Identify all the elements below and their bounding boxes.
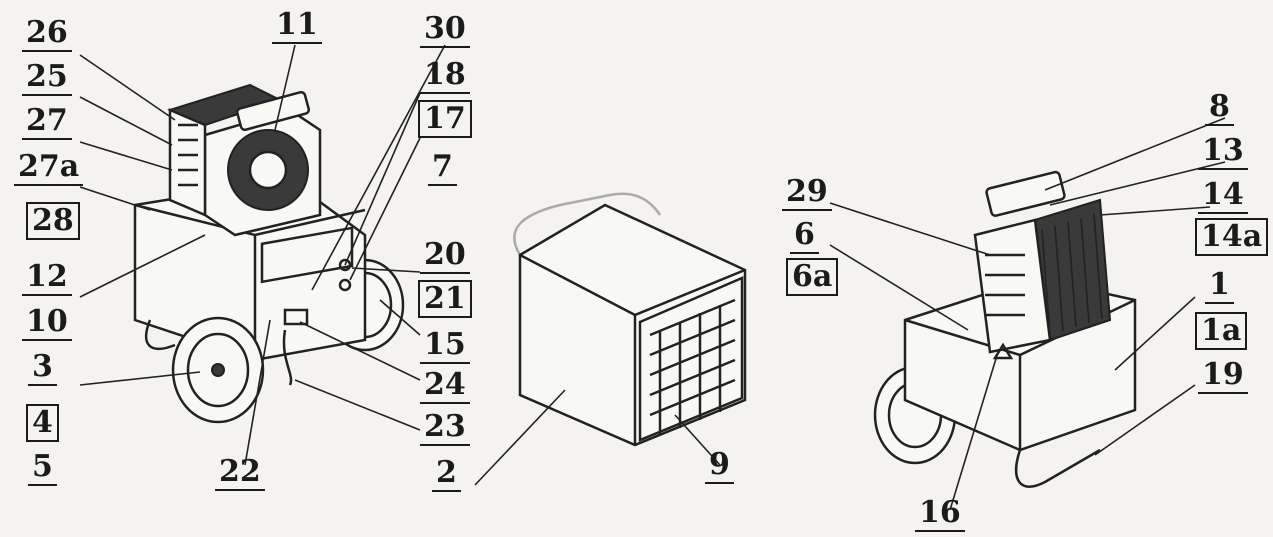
middle-cover <box>513 192 747 447</box>
callout-27a: 27a <box>14 150 84 186</box>
callout-29: 29 <box>782 175 832 211</box>
callout-9: 9 <box>705 448 734 484</box>
callout-6a: 6a <box>786 258 839 296</box>
callout-25: 25 <box>22 60 72 96</box>
callout-20: 20 <box>420 238 470 274</box>
left-unit <box>133 83 405 424</box>
callout-22: 22 <box>215 455 265 491</box>
callout-30: 30 <box>420 12 470 48</box>
callout-27: 27 <box>22 104 72 140</box>
callout-7: 7 <box>428 150 457 186</box>
callout-11: 11 <box>272 8 322 44</box>
callout-26: 26 <box>22 16 72 52</box>
callout-12: 12 <box>22 260 72 296</box>
callout-10: 10 <box>22 305 72 341</box>
callout-1a: 1a <box>1195 312 1248 350</box>
callout-14: 14 <box>1198 178 1248 214</box>
callout-15: 15 <box>420 328 470 364</box>
callout-14a: 14a <box>1195 218 1269 256</box>
leader-lines <box>79 44 1226 511</box>
callout-13: 13 <box>1198 134 1248 170</box>
callout-16: 16 <box>915 496 965 532</box>
callout-4: 4 <box>26 404 59 442</box>
callout-19: 19 <box>1198 358 1248 394</box>
callout-5: 5 <box>28 450 57 486</box>
callout-23: 23 <box>420 410 470 446</box>
callout-28: 28 <box>26 202 80 240</box>
callout-6: 6 <box>790 218 819 254</box>
callout-24: 24 <box>420 368 470 404</box>
callout-3: 3 <box>28 350 57 386</box>
callout-17: 17 <box>418 100 472 138</box>
callout-8: 8 <box>1205 90 1234 126</box>
callout-2: 2 <box>432 456 461 492</box>
callout-18: 18 <box>420 58 470 94</box>
callout-21: 21 <box>418 280 472 318</box>
right-unit <box>873 170 1137 488</box>
callout-1: 1 <box>1205 268 1234 304</box>
